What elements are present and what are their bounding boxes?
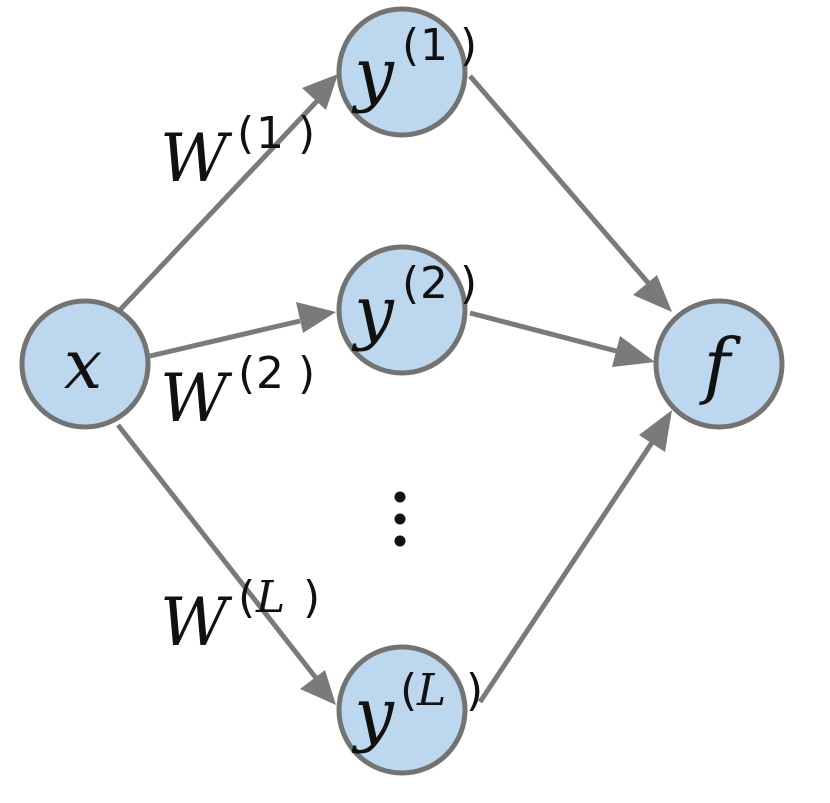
node-y2: y ( 2 )	[336, 244, 477, 376]
edge-label-w1-base: W	[160, 120, 233, 197]
edge-yL-to-f	[477, 410, 672, 704]
edge-label-wL-sup-open: (	[238, 572, 255, 623]
edge-x-to-yL	[116, 423, 336, 705]
node-y1-circle	[336, 6, 468, 138]
edge-label-wL-base: W	[160, 584, 233, 661]
edge-y2-to-f	[469, 310, 655, 367]
node-x: x	[19, 298, 151, 430]
arrowhead	[612, 336, 655, 367]
node-y2-circle	[336, 244, 468, 376]
node-x-label: x	[64, 326, 102, 405]
node-y1-sup-close: )	[460, 20, 477, 71]
edge-label-w2-sup: 2	[256, 348, 284, 399]
ellipsis-dot	[394, 491, 406, 503]
ellipsis-dot	[394, 513, 406, 525]
edge-x-to-y1	[116, 74, 338, 314]
node-y1-sup-open: (	[402, 20, 419, 71]
arrowhead	[300, 670, 336, 705]
node-y2-sup-open: (	[402, 258, 419, 309]
node-yL-sup-close: )	[466, 665, 483, 716]
node-yL: y ( L )	[336, 644, 483, 776]
ellipsis-dot	[394, 535, 406, 547]
edge-label-wL-sup-close: )	[303, 572, 320, 623]
arrowhead	[633, 275, 672, 312]
node-y1-sup: 1	[420, 20, 448, 71]
edge-label-w1: W ( 1 )	[160, 108, 315, 197]
edge-label-w1-sup: 1	[256, 108, 284, 159]
node-y1-base: y	[351, 33, 395, 115]
edge-label-wL: W ( L )	[160, 572, 320, 661]
node-y2-base: y	[351, 271, 395, 353]
edge-label-wL-sup: L	[255, 572, 285, 623]
node-f-circle	[653, 298, 785, 430]
edge-label-w1-sup-open: (	[237, 108, 254, 159]
node-y2-sup: 2	[420, 258, 448, 309]
node-x-circle	[19, 298, 151, 430]
edge-label-w2: W ( 2 )	[160, 348, 315, 437]
node-y2-sup-close: )	[460, 258, 477, 309]
vertical-ellipsis	[394, 491, 406, 547]
node-yL-sup: L	[416, 665, 446, 716]
edge-label-w2-base: W	[160, 360, 233, 437]
arrowhead	[296, 302, 336, 333]
edge-label-w2-sup-open: (	[238, 348, 255, 399]
edge-y1-to-f	[468, 74, 672, 312]
node-yL-sup-open: (	[400, 665, 417, 716]
edge-x-to-y2	[149, 302, 336, 359]
node-y1: y ( 1 )	[336, 6, 477, 138]
arrowhead	[302, 74, 338, 110]
edge-label-w1-sup-close: )	[298, 108, 315, 159]
arrowhead	[639, 410, 672, 452]
edge-label-w2-sup-close: )	[298, 348, 315, 399]
node-yL-circle	[336, 644, 468, 776]
node-f: f	[653, 298, 785, 430]
node-yL-base: y	[351, 673, 395, 755]
